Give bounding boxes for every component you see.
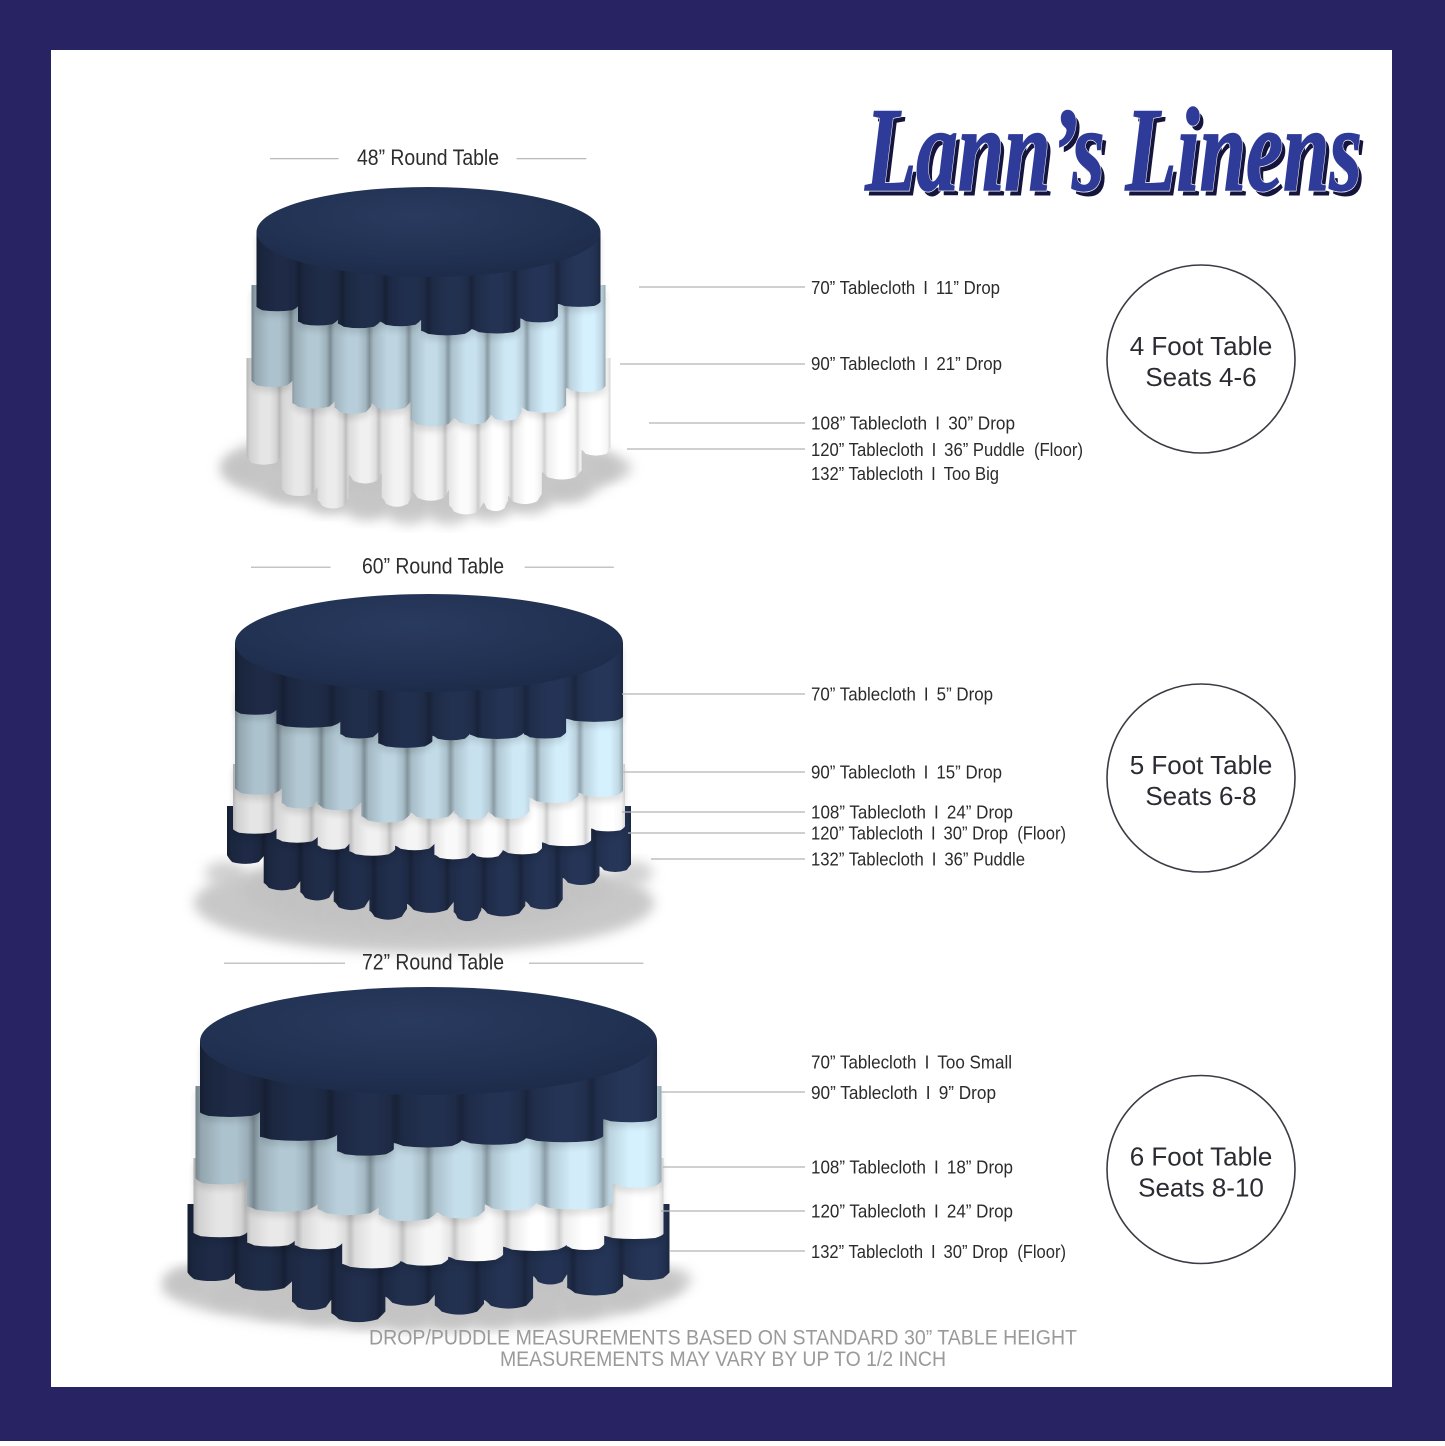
svg-text:Lann’s Linens: Lann’s Linens: [864, 84, 1361, 216]
svg-text:Seats 4-6: Seats 4-6: [1145, 362, 1256, 392]
svg-text:MEASUREMENTS MAY VARY BY UP TO: MEASUREMENTS MAY VARY BY UP TO 1/2 INCH: [500, 1347, 946, 1371]
svg-text:70” Tablecloth I 5” Drop: 70” Tablecloth I 5” Drop: [811, 684, 993, 704]
svg-text:Seats 6-8: Seats 6-8: [1145, 781, 1256, 811]
svg-text:120” Tablecloth I 30” Drop: 120” Tablecloth I 30” Drop (Floor): [811, 823, 1066, 843]
svg-text:5 Foot Table: 5 Foot Table: [1130, 750, 1273, 780]
svg-text:Lann’s Linens: Lann’s Linens: [864, 84, 1361, 216]
svg-text:90” Tablecloth I 9” Drop: 90” Tablecloth I 9” Drop: [811, 1083, 996, 1103]
svg-text:90” Tablecloth I 15” Drop: 90” Tablecloth I 15” Drop: [811, 762, 1002, 782]
svg-text:70” Tablecloth I Too Small: 70” Tablecloth I Too Small: [811, 1052, 1012, 1072]
svg-text:4 Foot Table: 4 Foot Table: [1130, 331, 1273, 361]
svg-text:70” Tablecloth I 11” Drop: 70” Tablecloth I 11” Drop: [811, 278, 1000, 298]
svg-text:Lann’s Linens: Lann’s Linens: [869, 90, 1366, 222]
svg-text:108” Tablecloth I 18” Drop: 108” Tablecloth I 18” Drop: [811, 1157, 1013, 1177]
svg-text:132” Tablecloth I 30” Drop: 132” Tablecloth I 30” Drop (Floor): [811, 1242, 1066, 1262]
svg-text:132” Tablecloth I Too Big: 132” Tablecloth I Too Big: [811, 464, 999, 484]
svg-text:108” Tablecloth I 30” Drop: 108” Tablecloth I 30” Drop: [811, 413, 1015, 433]
svg-text:60” Round Table: 60” Round Table: [362, 554, 504, 579]
svg-text:6 Foot Table: 6 Foot Table: [1130, 1142, 1273, 1172]
svg-text:DROP/PUDDLE MEASUREMENTS BASED: DROP/PUDDLE MEASUREMENTS BASED ON STANDA…: [369, 1326, 1077, 1350]
svg-text:Seats 8-10: Seats 8-10: [1138, 1173, 1264, 1203]
svg-text:72” Round Table: 72” Round Table: [362, 950, 504, 975]
svg-text:90” Tablecloth I 21” Drop: 90” Tablecloth I 21” Drop: [811, 354, 1002, 374]
svg-text:120” Tablecloth I 24” Drop: 120” Tablecloth I 24” Drop: [811, 1201, 1013, 1221]
svg-text:132” Tablecloth I 36” Puddle: 132” Tablecloth I 36” Puddle: [811, 849, 1025, 869]
svg-text:48” Round Table: 48” Round Table: [357, 145, 499, 170]
svg-text:108” Tablecloth I 24” Drop: 108” Tablecloth I 24” Drop: [811, 802, 1013, 822]
svg-text:120” Tablecloth I 36” Puddle: 120” Tablecloth I 36” Puddle (Floor): [811, 440, 1083, 460]
